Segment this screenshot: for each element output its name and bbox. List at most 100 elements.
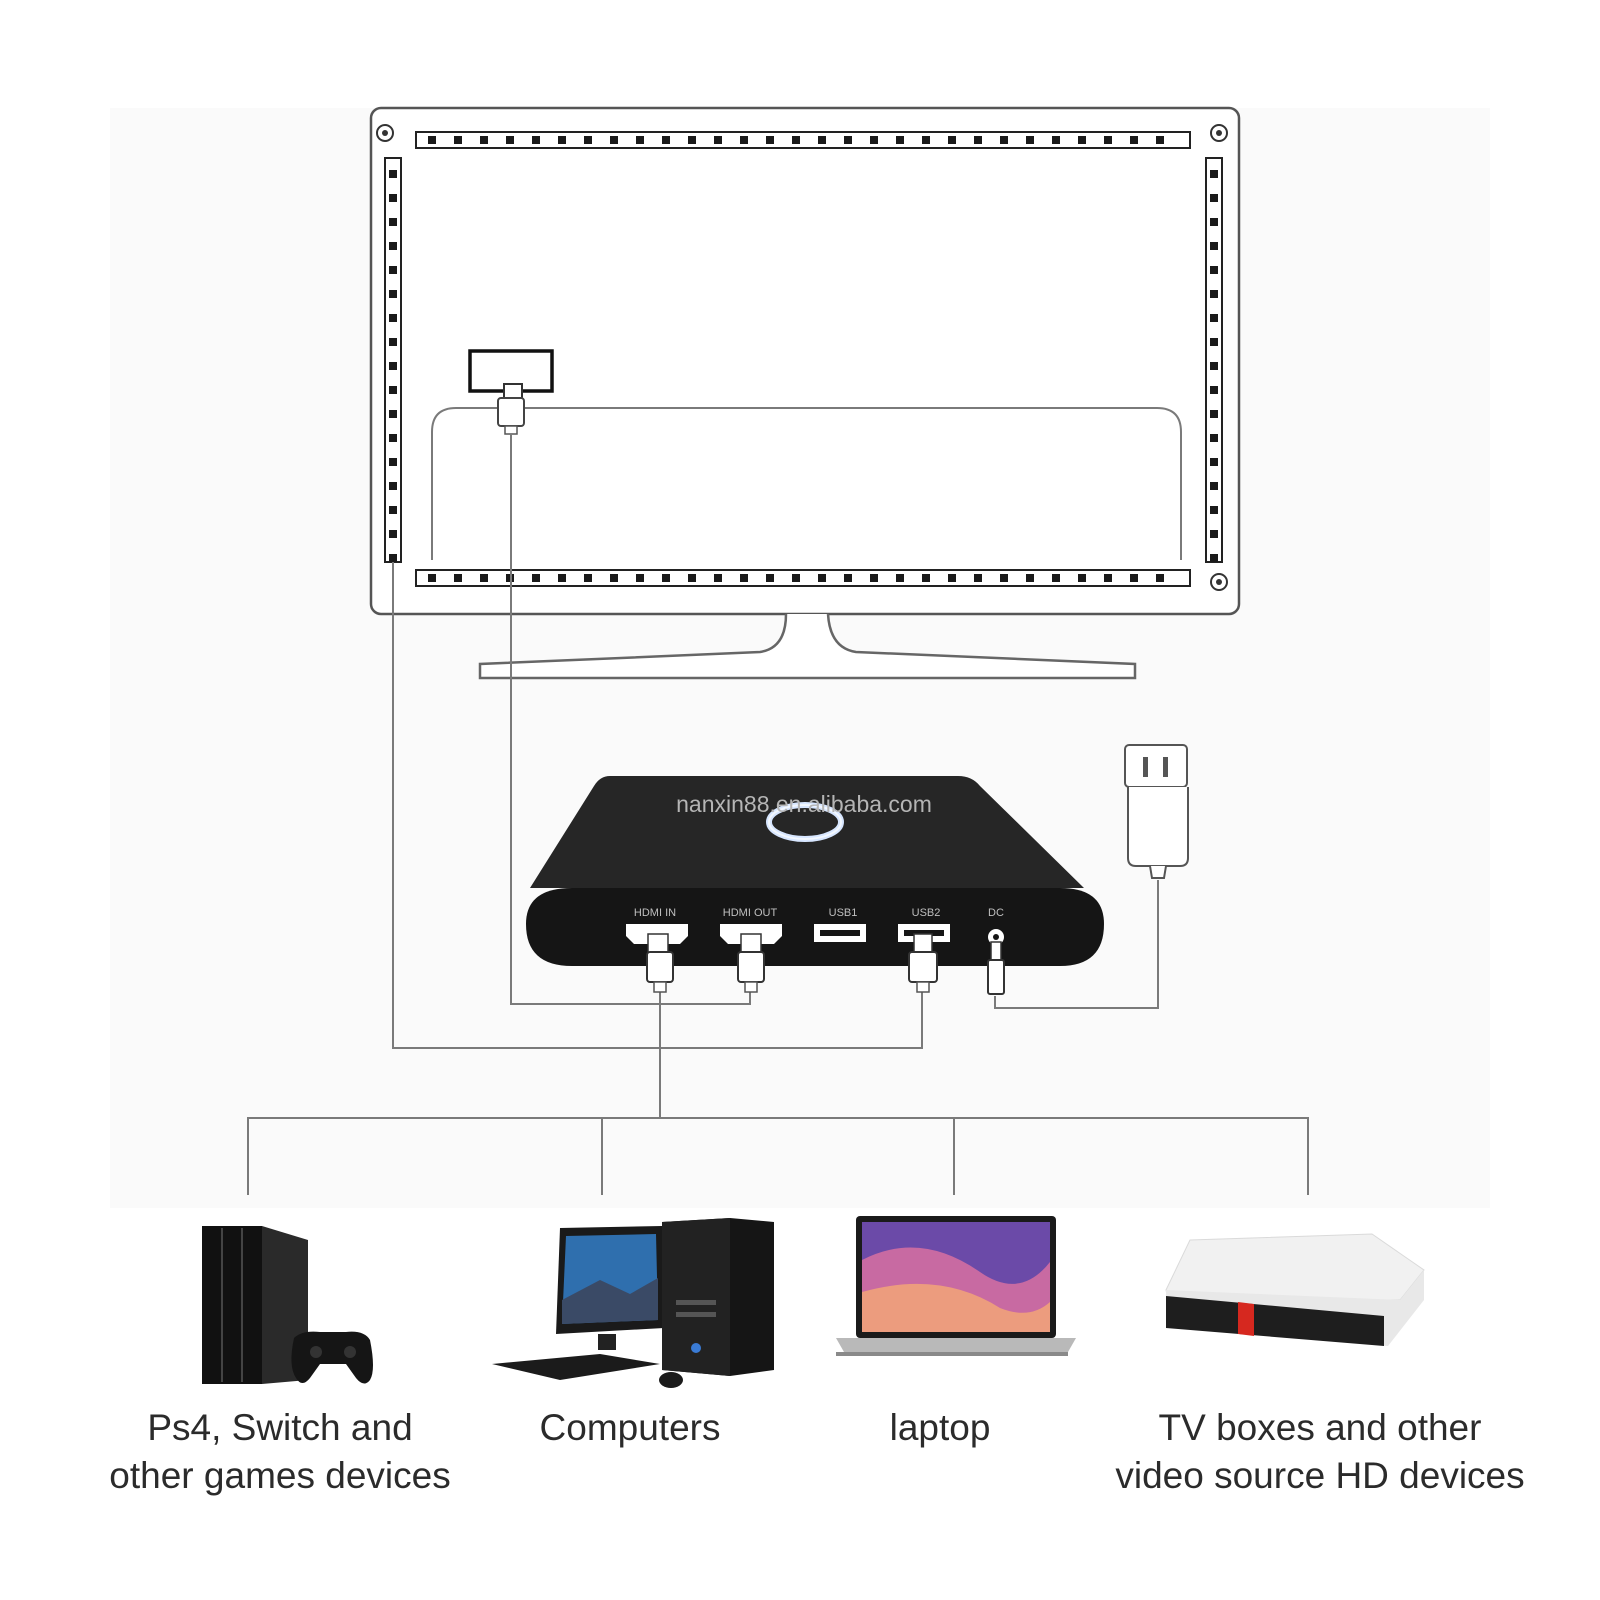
- led-chip: [389, 266, 397, 274]
- led-chip: [688, 136, 696, 144]
- led-chip: [506, 136, 514, 144]
- led-chip: [1210, 434, 1218, 442]
- led-chip: [1104, 574, 1112, 582]
- power-adapter-icon: [1124, 744, 1189, 879]
- led-chip: [766, 136, 774, 144]
- led-chip: [1156, 574, 1164, 582]
- led-chip: [792, 136, 800, 144]
- led-chip: [1210, 458, 1218, 466]
- led-chip: [1000, 136, 1008, 144]
- led-chip: [662, 574, 670, 582]
- led-chip: [584, 574, 592, 582]
- hdmi-in-plug: [646, 933, 674, 993]
- led-chip: [558, 136, 566, 144]
- device-label-tv-box: TV boxes and other video source HD devic…: [1115, 1407, 1525, 1496]
- led-chip: [389, 410, 397, 418]
- led-chip: [454, 574, 462, 582]
- led-chip: [389, 338, 397, 346]
- led-chip: [389, 362, 397, 370]
- led-chip: [1210, 338, 1218, 346]
- led-chip: [1210, 554, 1218, 562]
- led-chip: [1210, 290, 1218, 298]
- led-chip: [1026, 574, 1034, 582]
- led-chip: [1210, 266, 1218, 274]
- led-chip: [1078, 136, 1086, 144]
- watermark-text: nanxin88.en.alibaba.com: [676, 791, 932, 817]
- led-chip: [896, 574, 904, 582]
- led-chip: [740, 136, 748, 144]
- led-chip: [818, 136, 826, 144]
- led-chip: [948, 136, 956, 144]
- tv-box-icon: [1165, 1233, 1425, 1346]
- led-chip: [896, 136, 904, 144]
- sync-box-top: [530, 776, 1084, 888]
- led-chip: [662, 136, 670, 144]
- tv-panel-inner: [431, 407, 1182, 560]
- led-chip: [714, 136, 722, 144]
- led-chip: [389, 218, 397, 226]
- desktop-computer-icon: [492, 1218, 774, 1388]
- led-chip: [1078, 574, 1086, 582]
- led-chip: [870, 574, 878, 582]
- led-chip: [428, 574, 436, 582]
- led-chip: [454, 136, 462, 144]
- led-chip: [818, 574, 826, 582]
- game-console-icon: [202, 1226, 373, 1384]
- led-chip: [1104, 136, 1112, 144]
- led-chip: [1210, 362, 1218, 370]
- port-label-hdmi-out: HDMI OUT: [723, 907, 778, 919]
- led-chip: [974, 574, 982, 582]
- device-label-computers: Computers: [539, 1407, 721, 1448]
- port-label-usb2: USB2: [912, 907, 941, 919]
- port-label-hdmi-in: HDMI IN: [634, 907, 676, 919]
- led-chip: [1210, 314, 1218, 322]
- device-label-laptop: laptop: [889, 1407, 991, 1448]
- led-chip: [948, 574, 956, 582]
- led-chip: [1000, 574, 1008, 582]
- led-chip: [584, 136, 592, 144]
- led-chip: [1210, 218, 1218, 226]
- led-chip: [1052, 136, 1060, 144]
- port-label-usb1: USB1: [829, 907, 858, 919]
- led-chip: [389, 194, 397, 202]
- led-chip: [610, 136, 618, 144]
- led-chip: [1210, 386, 1218, 394]
- led-chip: [1210, 506, 1218, 514]
- led-chip: [389, 482, 397, 490]
- led-chip: [389, 386, 397, 394]
- led-chip: [688, 574, 696, 582]
- cable-lines: [247, 434, 1309, 1195]
- led-chip: [389, 242, 397, 250]
- led-chip: [558, 574, 566, 582]
- led-chip: [792, 574, 800, 582]
- led-chip: [636, 574, 644, 582]
- led-chip: [974, 136, 982, 144]
- led-chip: [389, 530, 397, 538]
- led-chip: [610, 574, 618, 582]
- led-chip: [1210, 530, 1218, 538]
- led-chip: [389, 506, 397, 514]
- led-chip: [532, 136, 540, 144]
- led-chip: [389, 290, 397, 298]
- led-chip: [1052, 574, 1060, 582]
- led-chip: [532, 574, 540, 582]
- led-strip-icon: [384, 131, 1223, 587]
- led-chip: [1156, 136, 1164, 144]
- led-chip: [922, 574, 930, 582]
- usb2-plug: [908, 933, 938, 993]
- led-chip: [480, 136, 488, 144]
- hdmi-out-plug: [737, 933, 765, 993]
- led-chip: [1210, 410, 1218, 418]
- led-chip: [870, 136, 878, 144]
- led-chip: [389, 170, 397, 178]
- led-chip: [1130, 136, 1138, 144]
- led-chip: [740, 574, 748, 582]
- led-chip: [480, 574, 488, 582]
- led-chip: [1210, 482, 1218, 490]
- led-strip-bottom: [415, 569, 1191, 587]
- port-label-dc: DC: [988, 907, 1004, 919]
- led-chip: [1210, 170, 1218, 178]
- led-chip: [636, 136, 644, 144]
- led-chip: [714, 574, 722, 582]
